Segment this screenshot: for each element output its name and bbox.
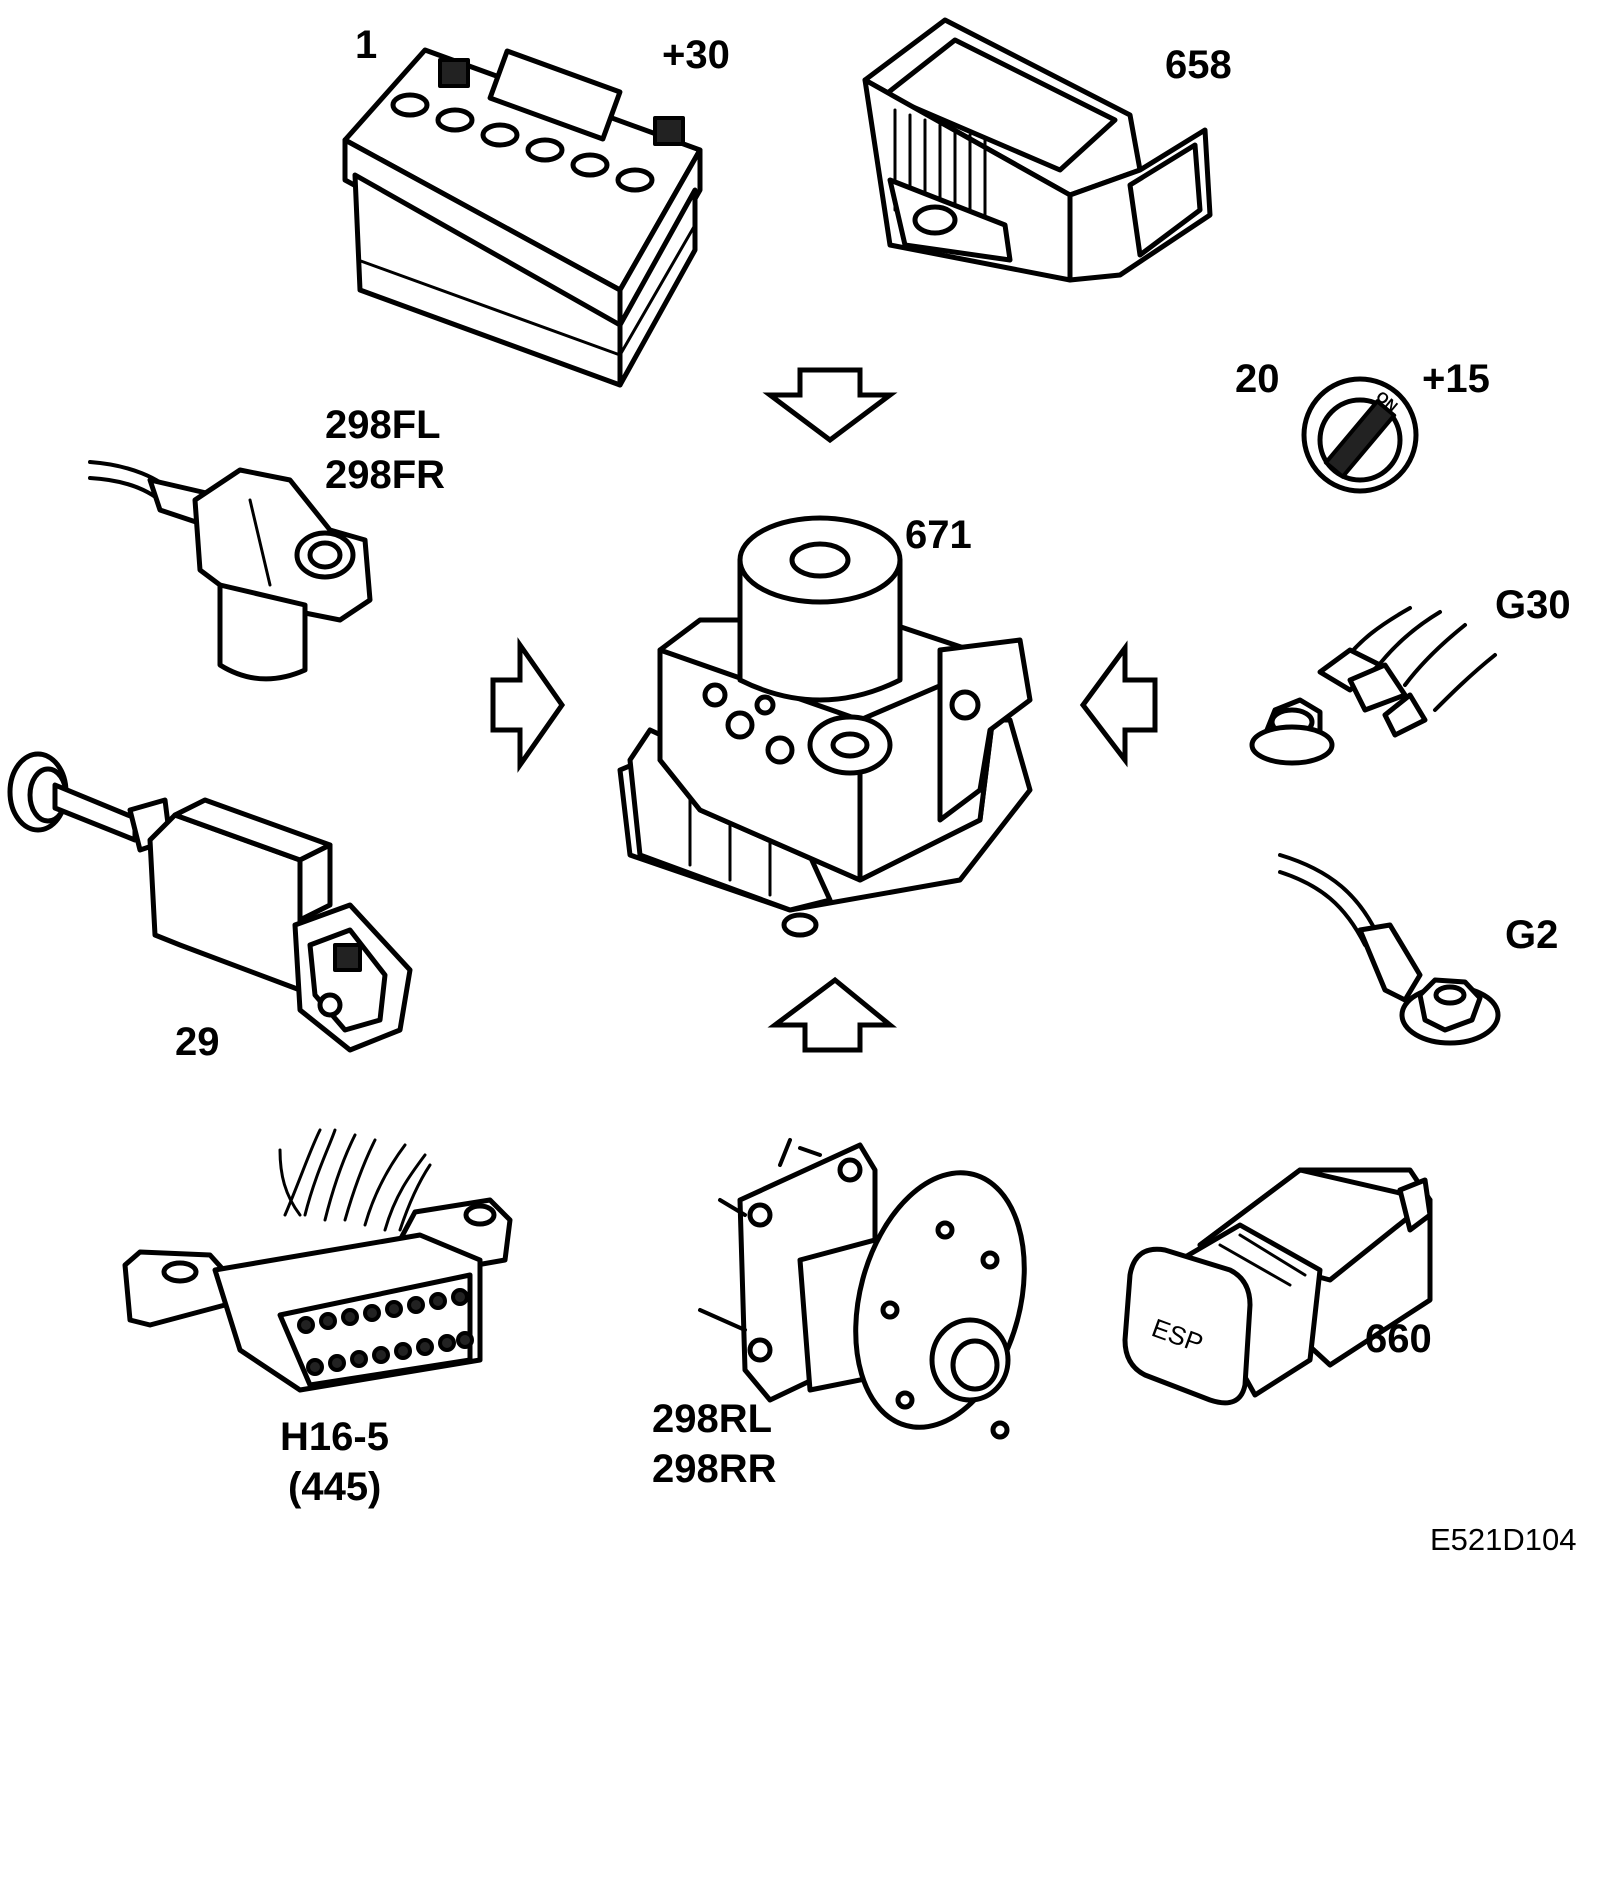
rear-sensor-left-label: 298RL (652, 1397, 772, 1441)
diag-connector-label: H16-5 (280, 1415, 389, 1459)
figure-reference: E521D104 (1430, 1522, 1577, 1557)
brake-light-switch-illustration (7, 751, 413, 1053)
rear-sensor-right-label: 298RR (652, 1447, 777, 1491)
ground-g30-label: G30 (1495, 583, 1571, 627)
yaw-rate-sensor-illustration (862, 17, 1213, 283)
arrow-right (490, 637, 566, 773)
arrow-up (767, 976, 898, 1053)
arrow-down (762, 367, 898, 444)
ignition-label: 20 (1235, 357, 1280, 401)
rear-wheel-hub-illustration (698, 1138, 1027, 1440)
ground-point-g30-illustration (1249, 606, 1497, 766)
battery-terminal-label: +30 (662, 33, 730, 77)
battery-label: 1 (355, 23, 377, 67)
esp-switch-label: 660 (1365, 1317, 1432, 1361)
battery-illustration (342, 47, 703, 388)
front-wheel-speed-sensor-illustration (88, 460, 373, 682)
esp-switch-illustration: ESP (1122, 1167, 1433, 1406)
ground-g2-label: G2 (1505, 913, 1558, 957)
brake-switch-label: 29 (175, 1020, 220, 1064)
arrow-left (1079, 640, 1158, 768)
diagnostic-connector-illustration (122, 1128, 513, 1393)
front-sensor-right-label: 298FR (325, 453, 445, 497)
sensor-658-label: 658 (1165, 43, 1232, 87)
ignition-terminal-label: +15 (1422, 357, 1490, 401)
diag-connector-sub-label: (445) (288, 1465, 381, 1509)
ignition-switch-illustration: ON (1301, 376, 1419, 494)
ground-point-g2-illustration (1278, 853, 1501, 1046)
abs-esp-unit-illustration (617, 515, 1033, 938)
front-sensor-left-label: 298FL (325, 403, 441, 447)
abs-unit-label: 671 (905, 513, 972, 557)
